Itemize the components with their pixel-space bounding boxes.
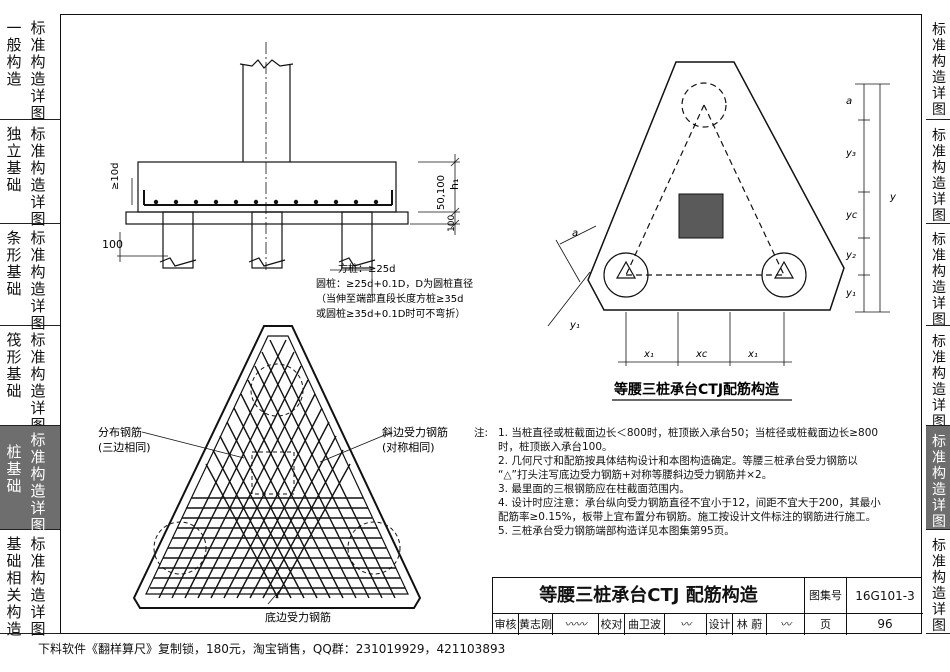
left-tab-label: 标准构造详图 — [30, 229, 46, 332]
dim-yc: yc — [845, 210, 858, 221]
designer-signature: 〰 — [767, 614, 805, 635]
right-tab-active[interactable]: 标准构造详图 — [926, 426, 950, 530]
dim-y2: y₂ — [845, 250, 856, 261]
title-block: 等腰三桩承台CTJ 配筋构造 图集号 16G101-3 审核 黄志刚 〰〰 校对… — [492, 577, 923, 635]
dim-ten-d: ≥10d — [110, 163, 121, 190]
dim-h1: h₁ — [448, 179, 461, 190]
notes-block: 注: 1. 当桩直径或桩截面边长＜800时，桩顶嵌入承台50；当桩径或桩截面边长… — [474, 426, 914, 538]
dim-x1-right: x₁ — [747, 349, 758, 360]
left-tab-label: 标准构造详图 — [30, 19, 46, 122]
dim-embed: 100 — [447, 215, 457, 232]
section-view — [117, 42, 460, 296]
dim-x1-left: x₁ — [643, 349, 654, 360]
left-tab-general[interactable]: 一般构造 标准构造详图 — [0, 14, 60, 122]
page-label: 页 — [805, 614, 847, 635]
note-line: 时，桩顶嵌入承台100。 — [498, 441, 613, 453]
designer-name: 林 蔚 — [733, 614, 767, 635]
section-note-line: 圆桩：≥25d+0.1D，D为圆桩直径 — [316, 277, 473, 290]
right-tab-label: 标准构造详图 — [932, 128, 946, 224]
drawing-frame — [60, 14, 922, 634]
note-line: 4. 设计时应注意：承台纵向受力钢筋直径不宜小于12，间距不宜大于200，其最小 — [498, 497, 881, 509]
right-tab-label: 标准构造详图 — [932, 232, 946, 328]
dim-y1-left: y₁ — [569, 320, 580, 331]
dim-a-left: a — [572, 228, 578, 239]
atlas-number: 16G101-3 — [847, 578, 923, 614]
label-distribution-bars-note: (三边相同) — [98, 441, 151, 454]
left-tab-category: 桩基础 — [6, 443, 22, 495]
left-tab-related-structure[interactable]: 基础相关构造 标准构造详图 — [0, 530, 60, 638]
label-bottom-bars: 底边受力钢筋 — [265, 610, 331, 624]
section-note-line: 或圆桩≥35d+0.1D时可不弯折） — [316, 307, 465, 320]
plan-view — [547, 61, 890, 366]
review-label: 审核 — [493, 614, 519, 635]
right-tab[interactable]: 标准构造详图 — [926, 120, 950, 224]
label-distribution-bars: 分布钢筋 — [98, 425, 142, 439]
note-line: “△”打头注写底边受力钢筋+对称等腰斜边受力钢筋并×2。 — [498, 469, 773, 481]
label-side-bars: 斜边受力钢筋 — [382, 425, 448, 439]
dim-y3: y₃ — [845, 148, 856, 159]
title-block-title: 等腰三桩承台CTJ 配筋构造 — [493, 578, 805, 614]
page-number: 96 — [877, 617, 893, 631]
dim-y1: y₁ — [845, 288, 856, 299]
plan-title: 等腰三桩承台CTJ配筋构造 — [614, 381, 779, 398]
section-note-line: （当伸至端部直段长度方桩≥35d — [316, 292, 463, 305]
right-tab[interactable]: 标准构造详图 — [926, 530, 950, 634]
left-tab-strip-foundation[interactable]: 条形基础 标准构造详图 — [0, 224, 60, 332]
section-note-line: 方桩：≥25d — [338, 262, 395, 275]
left-tab-category: 一般构造 — [6, 19, 22, 88]
dim-xc: xc — [695, 349, 708, 360]
right-tab[interactable]: 标准构造详图 — [926, 14, 950, 120]
check-label: 校对 — [599, 614, 625, 635]
checker-signature: 〰 — [665, 614, 707, 635]
left-tab-pile-foundation[interactable]: 桩基础 标准构造详图 — [0, 426, 60, 534]
reviewer-name: 黄志刚 — [519, 614, 553, 635]
left-tab-label: 标准构造详图 — [30, 535, 46, 638]
checker-name: 曲卫波 — [625, 614, 665, 635]
dim-edge: 100 — [102, 238, 123, 251]
left-tab-label: 标准构造详图 — [30, 431, 46, 534]
right-tab-label: 标准构造详图 — [932, 538, 946, 634]
left-tab-category: 筏形基础 — [6, 331, 22, 400]
rebar-plan — [132, 325, 422, 609]
atlas-label: 图集号 — [805, 578, 847, 614]
label-side-bars-note: (对称相同) — [382, 440, 435, 454]
left-tab-label: 标准构造详图 — [30, 331, 46, 434]
note-line: 2. 几何尺寸和配筋按具体结构设计和本图构造确定。等腰三桩承台受力钢筋以 — [498, 455, 858, 467]
dim-y: y — [889, 192, 897, 203]
reviewer-signature: 〰〰 — [553, 614, 599, 635]
note-line: 配筋率≥0.15%，板带上宜布置分布钢筋。施工按设计文件标注的钢筋进行施工。 — [498, 511, 877, 523]
dim-cover: 50,100 — [436, 175, 447, 210]
left-tab-category: 独立基础 — [6, 125, 22, 194]
note-line: 5. 三桩承台受力钢筋端部构造详见本图集第95页。 — [498, 525, 735, 537]
note-line: 3. 最里面的三根钢筋应在柱截面范围内。 — [498, 483, 690, 495]
left-tab-category: 基础相关构造 — [6, 535, 22, 638]
right-tab[interactable]: 标准构造详图 — [926, 224, 950, 328]
note-line: 1. 当桩直径或桩截面边长＜800时，桩顶嵌入承台50；当桩径或桩截面边长≥80… — [498, 427, 879, 439]
left-tab-raft-foundation[interactable]: 筏形基础 标准构造详图 — [0, 326, 60, 434]
column-square — [678, 193, 724, 239]
footer-text: 下料软件《翻样算尺》复制锁，180元，淘宝销售，QQ群：231019929，42… — [38, 642, 506, 656]
left-tab-label: 标准构造详图 — [30, 125, 46, 228]
design-label: 设计 — [707, 614, 733, 635]
notes-label: 注: — [474, 427, 489, 439]
left-tab-category: 条形基础 — [6, 229, 22, 298]
right-tab-label: 标准构造详图 — [932, 434, 946, 530]
dim-a-top: a — [846, 96, 852, 107]
left-tab-isolated-foundation[interactable]: 独立基础 标准构造详图 — [0, 120, 60, 228]
right-tab-label: 标准构造详图 — [932, 22, 946, 118]
